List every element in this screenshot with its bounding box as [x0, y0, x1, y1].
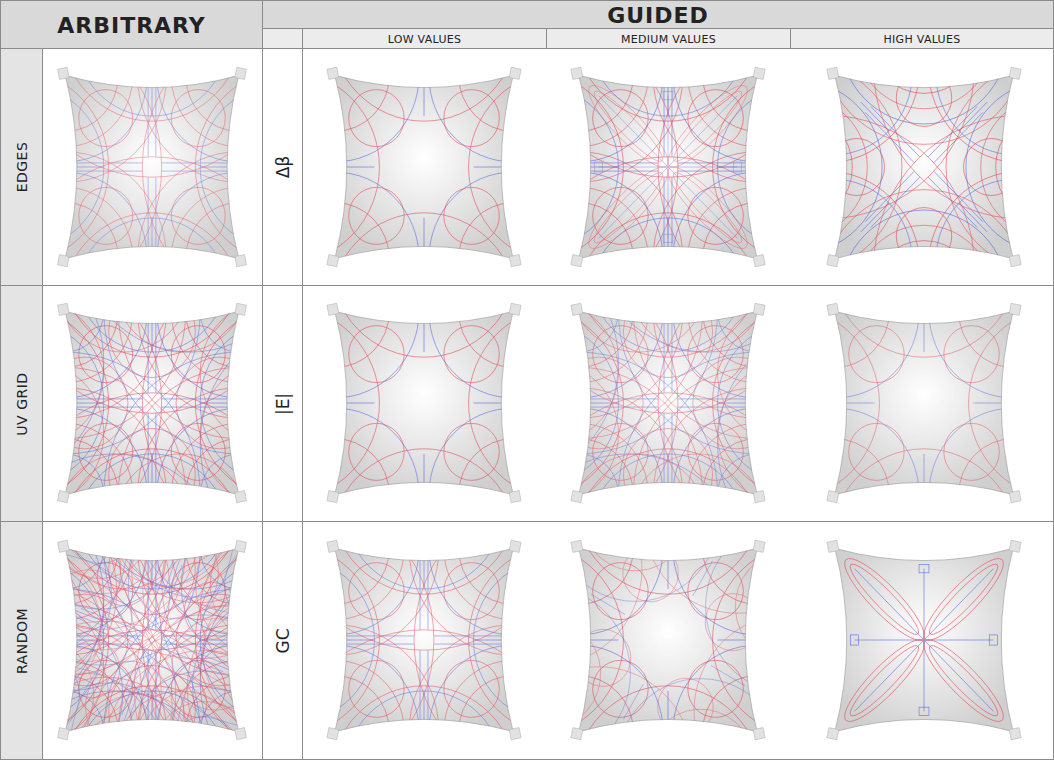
column-header: GUIDED [607, 2, 709, 27]
surface-render [315, 55, 533, 279]
surface-render [815, 55, 1033, 279]
row-label-cell: GC [262, 521, 303, 760]
row-label-cell: |E| [262, 285, 303, 522]
row-label: RANDOM [14, 607, 30, 673]
row-label-cell: EDGES [0, 48, 43, 286]
surface-render [315, 528, 533, 752]
row-label: EDGES [14, 142, 30, 193]
row-label: UV GRID [14, 372, 30, 435]
surface-render [46, 528, 258, 752]
surface-render [559, 291, 777, 515]
subheader-cell: LOW VALUES [302, 28, 547, 49]
row-label: |E| [273, 392, 293, 414]
subheader-cell: HIGH VALUES [790, 28, 1054, 49]
subheader: HIGH VALUES [883, 32, 960, 45]
row-label-cell: Δβ [262, 48, 303, 286]
subheader: MEDIUM VALUES [621, 32, 716, 45]
row-label: Δβ [273, 156, 293, 178]
row-label-cell: UV GRID [0, 285, 43, 522]
surface-render [815, 528, 1033, 752]
surface-render [46, 55, 258, 279]
subheader: LOW VALUES [388, 32, 462, 45]
surface-render [315, 291, 533, 515]
surface-render [46, 291, 258, 515]
column-header: ARBITRARY [57, 12, 206, 37]
surface-render [815, 291, 1033, 515]
header-cell: ARBITRARY [0, 0, 263, 49]
row-label: GC [273, 628, 293, 653]
subheader-cell [262, 28, 303, 49]
subheader-cell: MEDIUM VALUES [546, 28, 791, 49]
header-cell: GUIDED [262, 0, 1054, 29]
row-label-cell: RANDOM [0, 521, 43, 760]
surface-render [559, 55, 777, 279]
surface-render [559, 528, 777, 752]
